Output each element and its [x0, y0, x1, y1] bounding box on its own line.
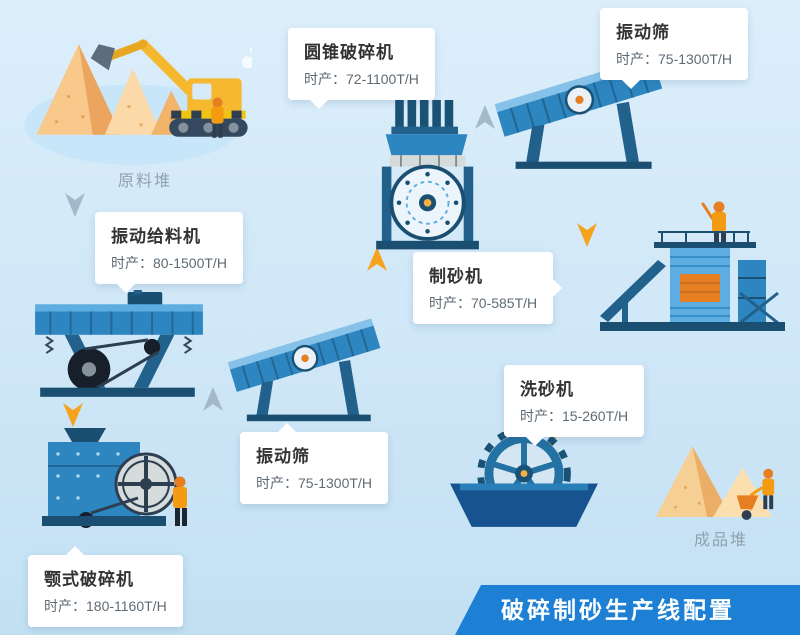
card-vibrating-feeder: 振动给料机 时产：80-1500T/H: [95, 212, 243, 293]
station-capacity: 时产：75-1300T/H: [616, 51, 732, 67]
flow-arrow-up: [202, 386, 224, 412]
worker-icon: [701, 201, 726, 244]
jaw-crusher-illustration: [42, 428, 187, 528]
station-capacity: 时产：70-585T/H: [429, 295, 538, 311]
product-pile-illustration: [655, 446, 775, 520]
card-sand-washer: 洗砂机 时产：15-260T/H: [504, 365, 645, 446]
station-name: 振动筛: [616, 23, 670, 42]
worker-icon: [173, 476, 187, 526]
raw-material-pile-illustration: [24, 39, 252, 165]
card-vibrating-screen-mid: 振动筛 时产：75-1300T/H: [240, 423, 388, 504]
station-capacity: 时产：75-1300T/H: [256, 475, 372, 491]
sand-washer-illustration: [450, 432, 598, 527]
flow-arrow-down: [64, 192, 86, 218]
station-capacity: 时产：15-260T/H: [520, 408, 629, 424]
title-banner: 破碎制砂生产线配置: [455, 585, 800, 635]
worker-with-cart-icon: [736, 468, 775, 520]
station-name: 圆锥破碎机: [304, 43, 394, 62]
vibrating-feeder-illustration: [35, 290, 203, 397]
flow-arrow-down: [576, 222, 598, 248]
title-banner-text: 破碎制砂生产线配置: [501, 597, 735, 623]
pyramid-piles-icon: [655, 446, 773, 518]
raw-pile-label: 原料堆: [118, 173, 173, 190]
vibrating-screen-illustration: [228, 318, 381, 422]
station-name: 颚式破碎机: [44, 570, 134, 589]
flow-arrow-up: [366, 246, 388, 272]
card-sand-maker: 制砂机 时产：70-585T/H: [413, 252, 563, 324]
station-name: 制砂机: [429, 267, 483, 286]
sand-maker-illustration: [600, 201, 785, 331]
cone-crusher-illustration: [376, 100, 479, 250]
product-pile-label: 成品堆: [694, 532, 749, 549]
station-capacity: 时产：72-1100T/H: [304, 71, 419, 87]
station-name: 洗砂机: [520, 380, 574, 399]
card-cone-crusher: 圆锥破碎机 时产：72-1100T/H: [288, 28, 435, 109]
station-capacity: 时产：80-1500T/H: [111, 255, 227, 271]
worker-icon: [211, 97, 224, 138]
flow-arrow-up: [474, 104, 496, 130]
station-name: 振动筛: [256, 447, 310, 466]
card-jaw-crusher: 颚式破碎机 时产：180-1160T/H: [28, 546, 183, 627]
excavator-icon: [90, 39, 252, 137]
station-capacity: 时产：180-1160T/H: [44, 598, 167, 614]
flow-arrow-down: [62, 402, 84, 428]
card-vibrating-screen-top: 振动筛 时产：75-1300T/H: [600, 8, 748, 89]
station-name: 振动给料机: [111, 227, 201, 246]
